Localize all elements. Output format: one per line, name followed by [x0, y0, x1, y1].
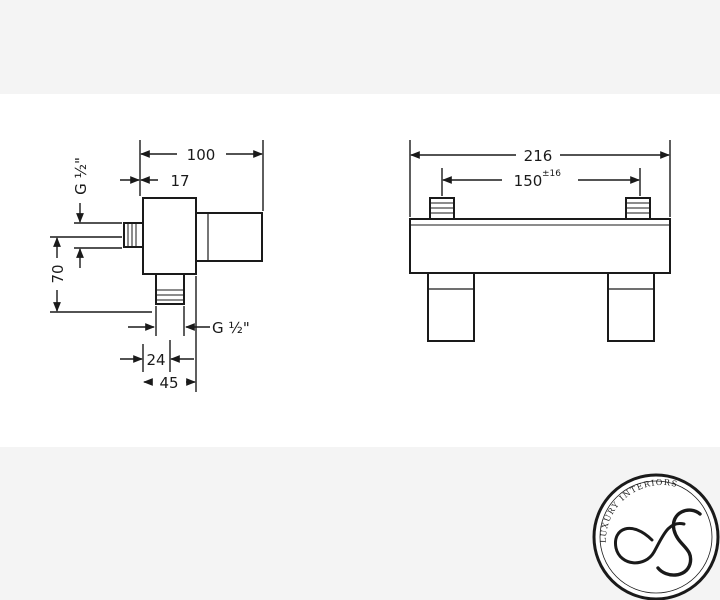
top-band [0, 0, 720, 94]
dim-17-label: 17 [170, 172, 189, 190]
front-view [409, 197, 671, 342]
dim-24-label: 24 [146, 351, 165, 369]
dim-150-label: 150 [514, 172, 543, 190]
logo-s-mark [656, 508, 702, 577]
side-view [123, 197, 263, 305]
thread-bottom-label: G ½" [212, 319, 250, 337]
side-view-body [142, 197, 197, 275]
bottom-outlet [155, 273, 185, 305]
dim-100-label: 100 [187, 146, 216, 164]
side-view-handle [195, 212, 263, 262]
dim-150-tolerance: ±16 [542, 169, 561, 179]
front-left-leg [427, 272, 475, 342]
dim-45-label: 45 [159, 374, 178, 392]
side-view-dimensions [50, 140, 264, 392]
side-connector [123, 222, 144, 248]
front-right-leg [607, 272, 655, 342]
thread-side-label: G ½" [72, 157, 90, 195]
dim-216-label: 216 [524, 147, 553, 165]
luxury-interiors-logo: LUXURY INTERIORS [592, 473, 720, 600]
dim-70-label: 70 [49, 264, 67, 283]
front-view-dimensions [409, 140, 671, 217]
front-view-body [409, 218, 671, 274]
logo-swirl [614, 521, 686, 565]
